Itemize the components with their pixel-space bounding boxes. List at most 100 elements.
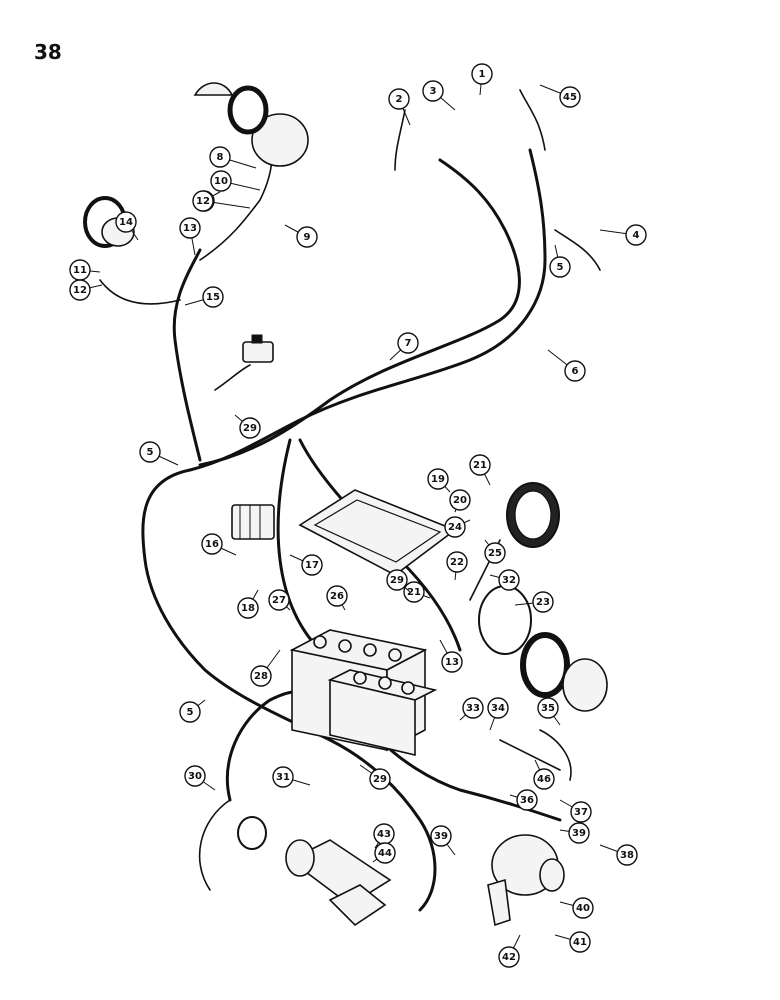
switch	[242, 334, 274, 363]
callout-circle	[69, 279, 91, 301]
callout-circle	[516, 789, 538, 811]
callout-4: 4	[599, 224, 647, 246]
callout-3: 3	[422, 80, 456, 111]
callout-label: 42	[502, 952, 516, 963]
callout-circle	[498, 946, 520, 968]
callout-5: 5	[549, 244, 571, 278]
callout-circle	[301, 554, 323, 576]
callout-circle	[449, 489, 471, 511]
callout-label: 14	[119, 217, 133, 228]
callout-circle	[369, 768, 391, 790]
callout-42: 42	[498, 934, 521, 968]
callout-25: 25	[484, 539, 506, 564]
callout-circle	[446, 551, 468, 573]
callout-circle	[179, 217, 201, 239]
callout-circle	[616, 844, 638, 866]
callout-label: 29	[373, 774, 387, 785]
callout-circle	[184, 765, 206, 787]
callout-18: 18	[237, 589, 259, 619]
callout-label: 29	[390, 575, 404, 586]
callout-label: 5	[147, 447, 154, 458]
callout-circle	[484, 542, 506, 564]
callout-31: 31	[272, 766, 311, 788]
callout-circle	[326, 585, 348, 607]
callout-label: 13	[183, 223, 197, 234]
callout-circle	[210, 170, 232, 192]
callout-40: 40	[559, 897, 594, 919]
callout-label: 37	[574, 807, 588, 818]
callout-label: 18	[241, 603, 255, 614]
callout-circle	[422, 80, 444, 102]
callout-38: 38	[599, 844, 638, 866]
callout-23: 23	[514, 591, 554, 613]
callout-label: 11	[73, 265, 87, 276]
callout-27: 27	[268, 589, 291, 611]
callout-circle	[533, 768, 555, 790]
callout-label: 21	[407, 587, 421, 598]
battery-tray	[298, 489, 457, 576]
headlight-top	[193, 82, 309, 167]
alternator	[487, 834, 565, 927]
callout-circle	[498, 569, 520, 591]
callout-label: 3	[430, 86, 437, 97]
callout-label: 43	[377, 829, 391, 840]
callout-label: 12	[73, 285, 87, 296]
callout-13: 13	[179, 217, 201, 256]
callout-label: 6	[572, 366, 579, 377]
callout-label: 36	[520, 795, 534, 806]
callout-circle	[487, 697, 509, 719]
callout-circle	[192, 190, 214, 212]
callout-label: 24	[448, 522, 462, 533]
callout-8: 8	[209, 146, 257, 169]
callout-circle	[179, 701, 201, 723]
callout-circle	[444, 516, 466, 538]
tail-lamp	[478, 482, 608, 712]
callout-circle	[397, 332, 419, 354]
starter	[237, 816, 392, 927]
callout-label: 21	[473, 460, 487, 471]
callout-label: 29	[243, 423, 257, 434]
callout-29: 29	[234, 414, 261, 439]
callout-label: 39	[572, 828, 586, 839]
callout-circle	[427, 468, 449, 490]
callout-19: 19	[427, 468, 451, 493]
callout-circle	[532, 591, 554, 613]
callout-41: 41	[554, 931, 591, 953]
callout-10: 10	[210, 170, 261, 192]
callout-28: 28	[250, 649, 281, 687]
callout-label: 35	[541, 703, 555, 714]
callout-circle	[572, 897, 594, 919]
callout-label: 13	[445, 657, 459, 668]
callout-20: 20	[449, 489, 471, 513]
callout-circle	[559, 86, 581, 108]
callout-5: 5	[139, 441, 179, 466]
callout-circle	[469, 454, 491, 476]
callout-label: 46	[537, 774, 551, 785]
callout-17: 17	[289, 554, 323, 576]
callout-label: 38	[620, 850, 634, 861]
callout-label: 23	[536, 597, 550, 608]
callout-label: 32	[502, 575, 516, 586]
callout-12: 12	[192, 190, 221, 212]
callout-circle	[250, 665, 272, 687]
callout-circle	[296, 226, 318, 248]
callout-circle	[625, 224, 647, 246]
callout-circle	[471, 63, 493, 85]
callout-21: 21	[469, 454, 491, 486]
callout-44: 44	[372, 842, 396, 864]
callout-33: 33	[459, 697, 484, 721]
callout-label: 45	[563, 92, 577, 103]
callout-29: 29	[359, 764, 391, 790]
battery	[289, 629, 438, 757]
callout-circle	[388, 88, 410, 110]
callout-label: 44	[378, 848, 392, 859]
callout-label: 41	[573, 937, 587, 948]
callout-46: 46	[533, 759, 555, 790]
callout-circle	[441, 651, 463, 673]
callout-11: 11	[69, 259, 101, 281]
callout-37: 37	[559, 799, 592, 823]
callout-label: 30	[188, 771, 202, 782]
callout-24: 24	[444, 516, 471, 538]
callout-label: 27	[272, 595, 286, 606]
